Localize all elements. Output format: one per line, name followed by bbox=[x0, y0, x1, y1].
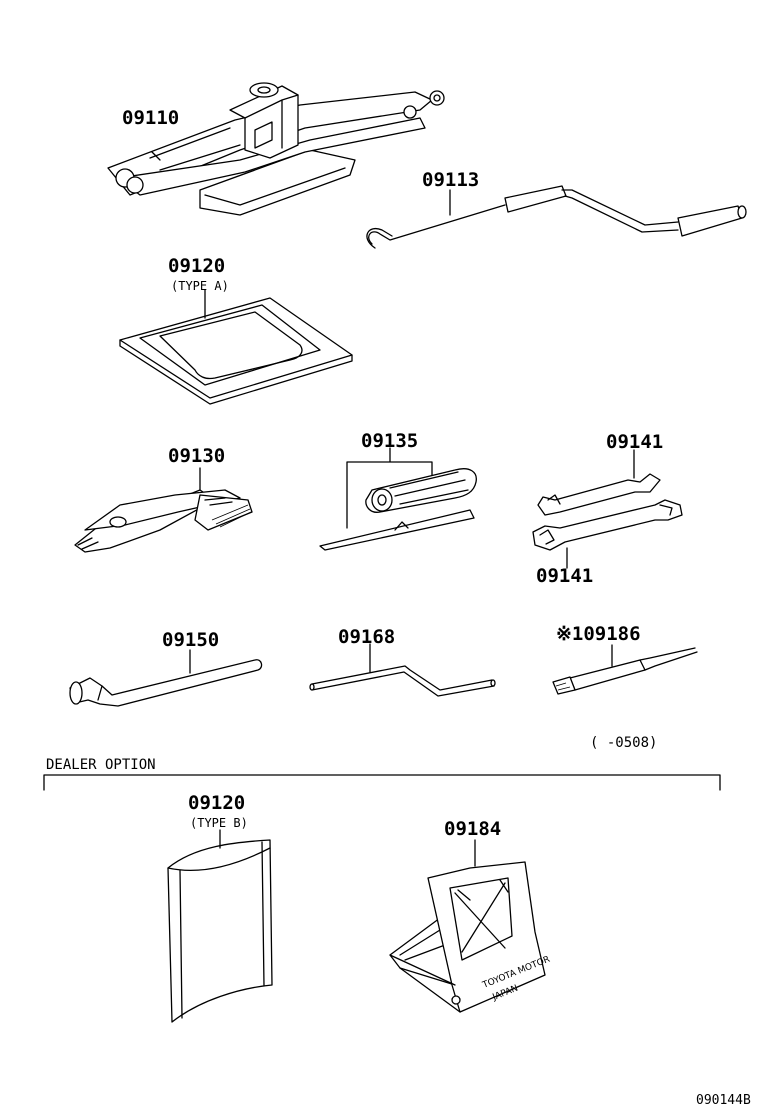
crank-rod-drawing bbox=[309, 643, 496, 697]
part-number-09135: 09135 bbox=[361, 430, 418, 452]
wrenches-drawing bbox=[532, 449, 683, 569]
scissor-jack-drawing bbox=[107, 82, 445, 216]
part-number-09120-type-b: 09120 bbox=[188, 792, 245, 814]
tool-bag-type-a-drawing bbox=[119, 289, 353, 405]
part-number-09120-type-a: 09120 bbox=[168, 255, 225, 277]
part-subtitle-type-a: (TYPE A) bbox=[171, 279, 229, 293]
dealer-option-label: DEALER OPTION bbox=[46, 757, 156, 773]
dealer-option-bracket bbox=[43, 774, 721, 791]
applicability-range: ( -0508) bbox=[590, 735, 657, 751]
jack-handle-drawing bbox=[366, 185, 747, 249]
pliers-drawing bbox=[74, 467, 253, 553]
part-subtitle-type-b: (TYPE B) bbox=[190, 816, 248, 830]
tool-bag-type-b-drawing bbox=[167, 829, 273, 1023]
part-number-09184: 09184 bbox=[444, 818, 501, 840]
lug-wrench-drawing bbox=[69, 649, 263, 707]
part-number-09168: 09168 bbox=[338, 626, 395, 648]
part-number-09186: ※109186 bbox=[556, 623, 641, 645]
part-number-09141-top: 09141 bbox=[606, 431, 663, 453]
tool-09186-drawing bbox=[552, 644, 698, 695]
part-number-09113: 09113 bbox=[422, 169, 479, 191]
part-number-09130: 09130 bbox=[168, 445, 225, 467]
part-number-09141-bottom: 09141 bbox=[536, 565, 593, 587]
part-number-09110: 09110 bbox=[122, 107, 179, 129]
wheel-chock-drawing bbox=[389, 839, 546, 1013]
screwdriver-drawing bbox=[319, 447, 477, 551]
figure-code: 090144B bbox=[696, 1093, 751, 1108]
part-number-09150: 09150 bbox=[162, 629, 219, 651]
